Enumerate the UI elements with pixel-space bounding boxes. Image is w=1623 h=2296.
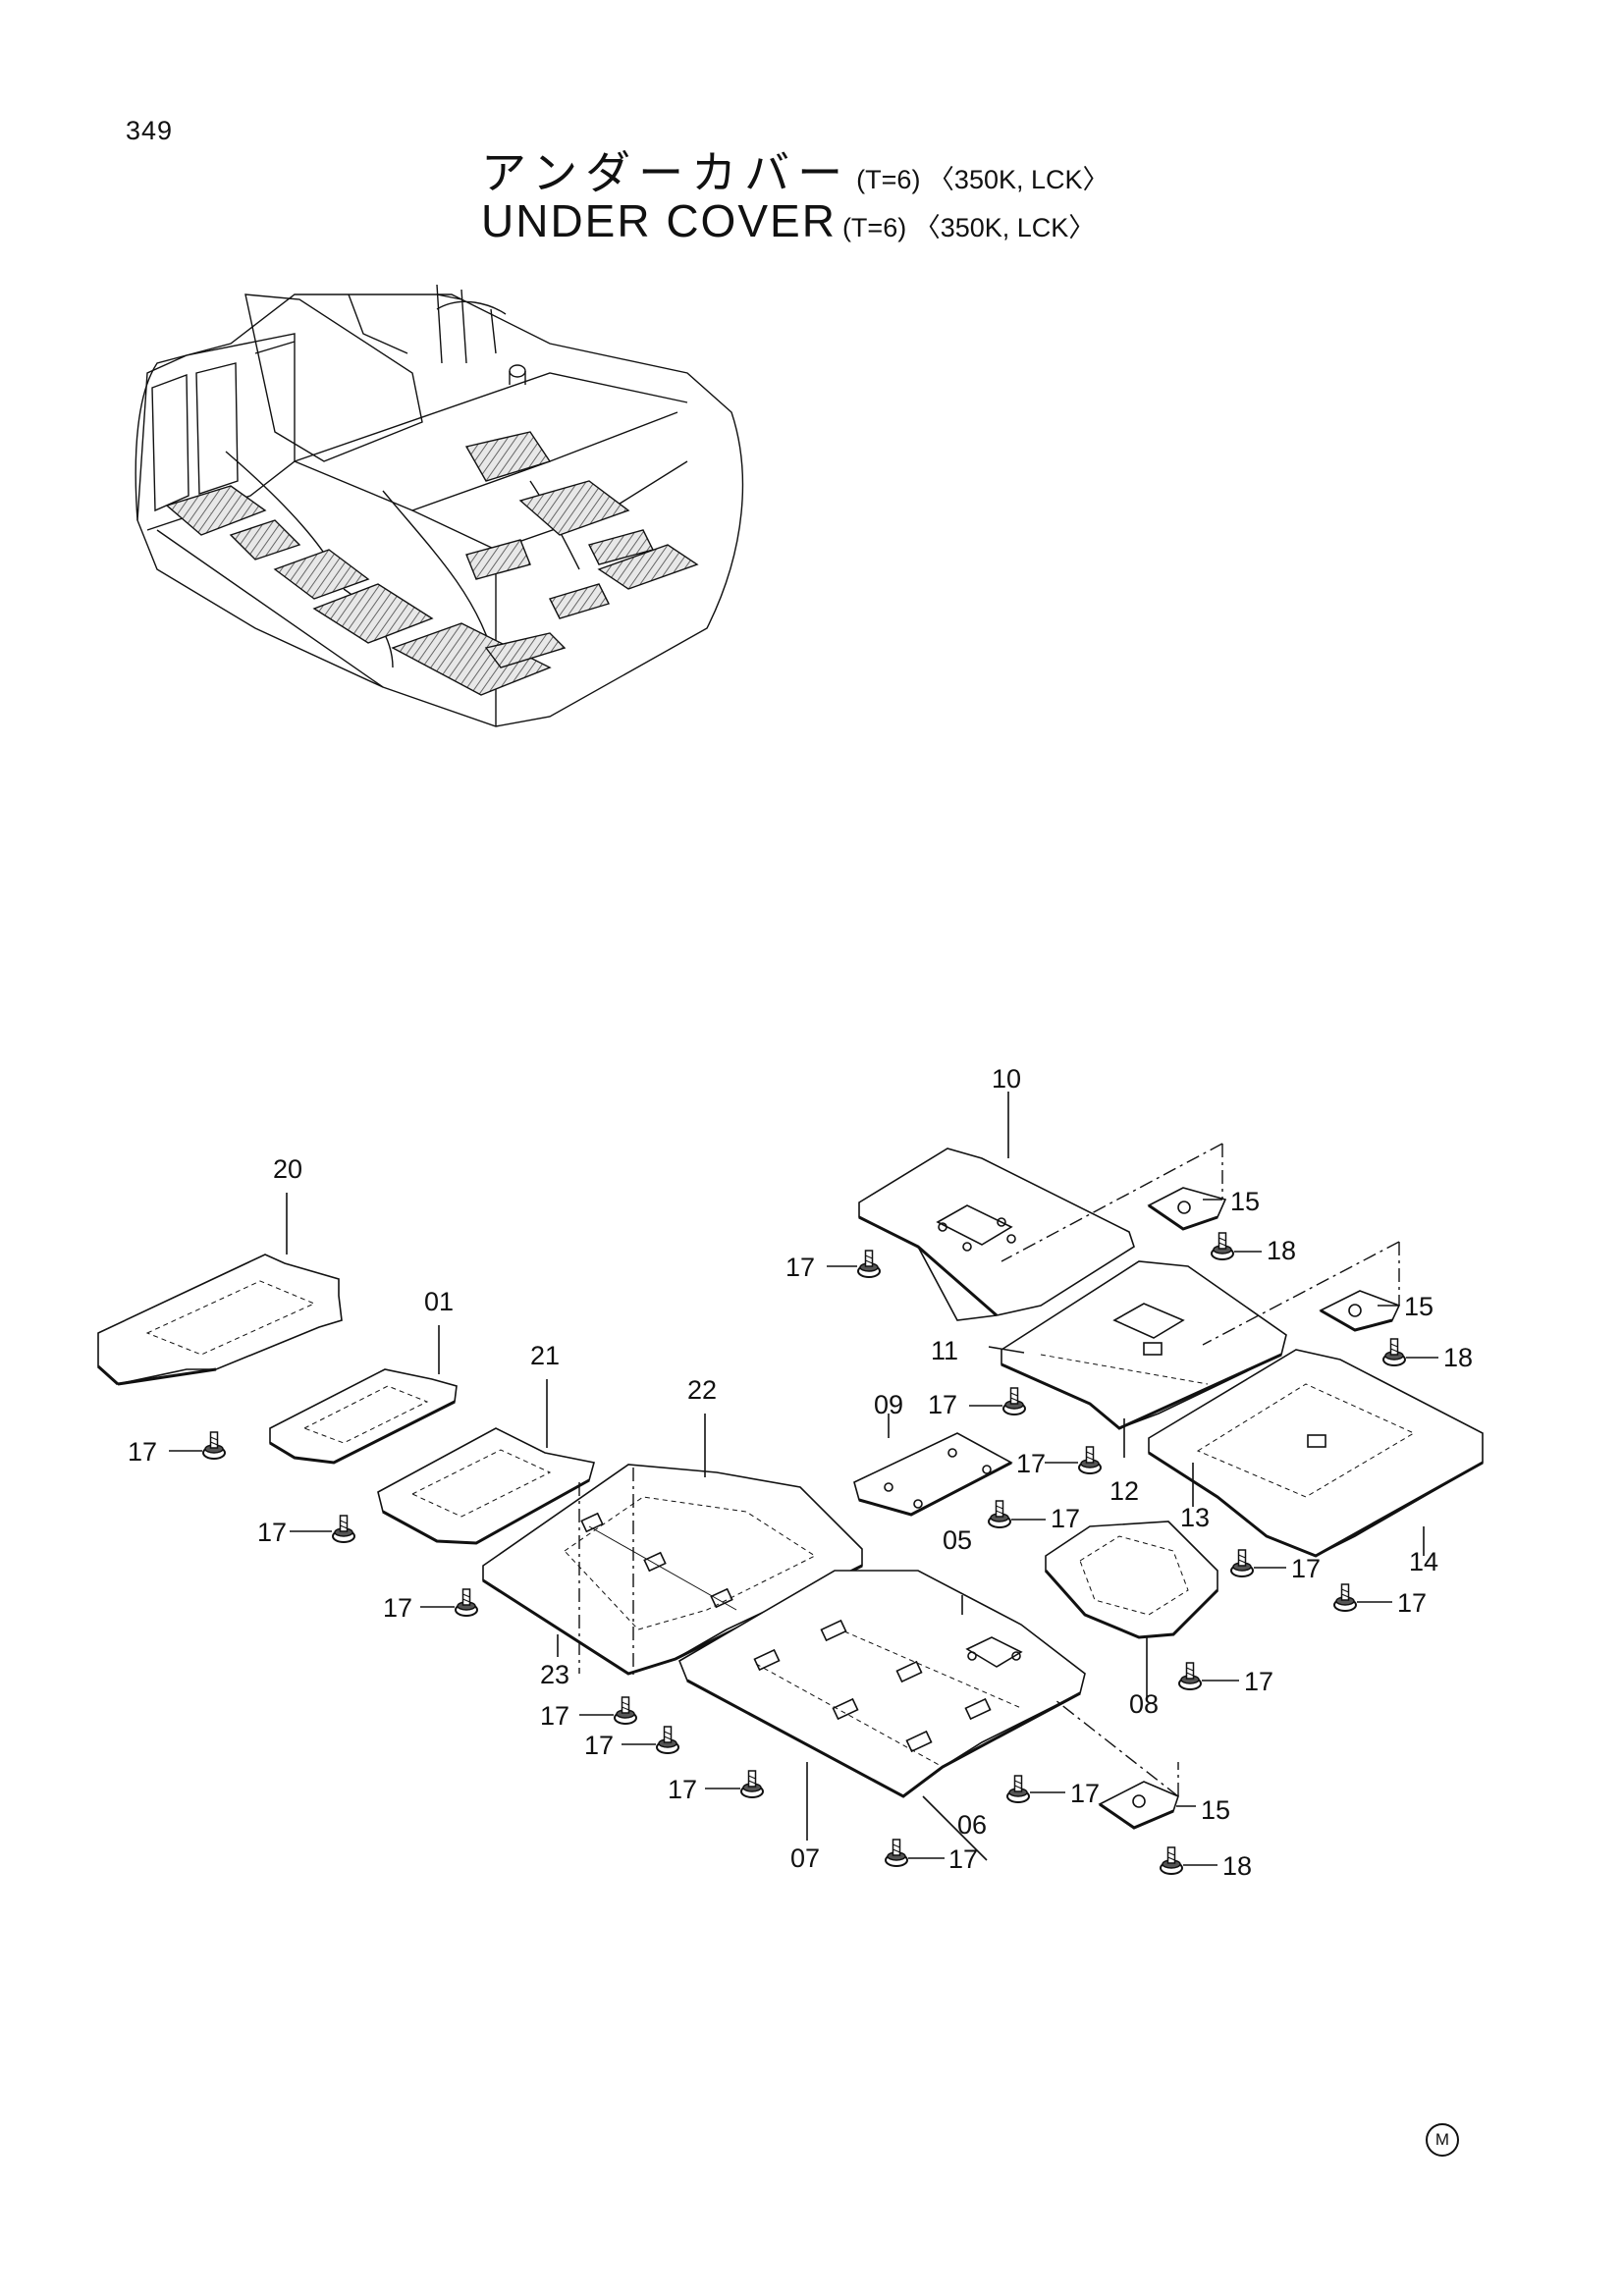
- bolt-icon: [656, 1726, 679, 1754]
- callout-18-mid: 18: [1443, 1343, 1473, 1372]
- part-09-cover: [853, 1432, 1013, 1517]
- leader-lines: [286, 1092, 1425, 1861]
- callout-17: 17: [785, 1253, 815, 1282]
- callout-17: 17: [1291, 1554, 1321, 1583]
- callout-15-bottom: 15: [1201, 1795, 1230, 1825]
- bolt-icon: [1230, 1549, 1254, 1577]
- part-11-12-cover: [1001, 1260, 1287, 1430]
- callout-21: 21: [530, 1341, 560, 1370]
- alignment-lines: [578, 1143, 1400, 1797]
- callout-17: 17: [1397, 1588, 1427, 1618]
- page-number: 349: [126, 116, 174, 145]
- callout-07: 07: [790, 1843, 820, 1873]
- bolt-icon: [988, 1500, 1011, 1528]
- handrail: [436, 284, 507, 364]
- bolt-icon: [1178, 1662, 1202, 1690]
- bolt-icon: [202, 1431, 226, 1460]
- part-01-cover: [269, 1368, 458, 1465]
- callout-17: 17: [1244, 1667, 1273, 1696]
- bolt-icon: [1333, 1583, 1357, 1612]
- machine-overview: [135, 284, 744, 727]
- bolt-icon: [1211, 1232, 1234, 1260]
- machine-body-outline: [135, 294, 744, 727]
- callout-08: 08: [1129, 1689, 1159, 1719]
- bolt-icon: [1006, 1775, 1030, 1803]
- bolt-icon: [885, 1839, 908, 1867]
- callout-17: 17: [928, 1390, 957, 1419]
- bolt-icon: [614, 1696, 637, 1725]
- part-21-cover: [377, 1427, 596, 1545]
- callout-17: 17: [1051, 1504, 1080, 1533]
- bolt-icon: [857, 1250, 881, 1278]
- title-japanese: アンダーカバー(T=6) 〈350K, LCK〉: [481, 137, 1109, 202]
- callout-18-top: 18: [1267, 1236, 1296, 1265]
- callout-01: 01: [424, 1287, 454, 1316]
- bolt-icon: [1160, 1846, 1183, 1875]
- bolt-icon: [740, 1770, 764, 1798]
- callout-17: 17: [668, 1775, 697, 1804]
- callout-23: 23: [540, 1660, 569, 1689]
- callout-09: 09: [874, 1390, 903, 1419]
- bolt-icon: [455, 1588, 478, 1617]
- callout-13: 13: [1180, 1503, 1210, 1532]
- callout-06: 06: [957, 1810, 987, 1840]
- callout-17: 17: [540, 1701, 569, 1731]
- manufacturer-mark-icon: M: [1426, 2123, 1459, 2157]
- part-15-bracket-bottom: [1098, 1781, 1179, 1830]
- callout-11: 11: [931, 1336, 958, 1365]
- callout-22: 22: [687, 1375, 717, 1405]
- callout-15-mid: 15: [1404, 1292, 1434, 1321]
- callout-17: 17: [383, 1593, 412, 1623]
- part-15-bracket-top: [1147, 1187, 1227, 1231]
- bolt-icon: [1078, 1446, 1102, 1474]
- callout-15-top: 15: [1230, 1187, 1260, 1216]
- callout-17: 17: [1016, 1449, 1046, 1478]
- part-10-cover: [858, 1148, 1135, 1321]
- title-jp-main: アンダーカバー: [481, 147, 851, 198]
- callout-labels: 20 01 21 22 10 15 18 15 18 11 09 12 13 1…: [128, 1064, 1473, 1881]
- callout-20: 20: [273, 1154, 302, 1184]
- title-en-main: UNDER COVER: [481, 195, 837, 246]
- title-jp-suffix: (T=6) 〈350K, LCK〉: [856, 165, 1109, 194]
- title-en-suffix: (T=6) 〈350K, LCK〉: [841, 213, 1096, 242]
- bolt-icon: [1382, 1338, 1406, 1366]
- title-english: UNDER COVER(T=6) 〈350K, LCK〉: [481, 194, 1095, 247]
- part-08-cover: [1044, 1521, 1219, 1639]
- callout-10: 10: [992, 1064, 1021, 1094]
- cab-outline: [136, 333, 296, 531]
- part-20-cover: [96, 1254, 343, 1386]
- callout-05: 05: [943, 1525, 972, 1555]
- bolt-icon: [1002, 1387, 1026, 1415]
- callout-18-bottom: 18: [1222, 1851, 1252, 1881]
- bolt-leader-lines: [169, 1251, 1438, 1866]
- callout-17: 17: [948, 1844, 978, 1874]
- callout-17: 17: [1070, 1779, 1100, 1808]
- callout-17: 17: [584, 1731, 614, 1760]
- part-05-06-07-cover: [678, 1570, 1086, 1798]
- bolt-icon: [332, 1515, 355, 1543]
- callout-12: 12: [1109, 1476, 1139, 1506]
- part-13-14-cover: [1148, 1349, 1484, 1558]
- callout-17: 17: [128, 1437, 157, 1467]
- callout-17: 17: [257, 1518, 287, 1547]
- callout-14: 14: [1409, 1547, 1438, 1576]
- part-15-bracket-mid: [1319, 1290, 1401, 1332]
- boom-outline: [244, 294, 423, 462]
